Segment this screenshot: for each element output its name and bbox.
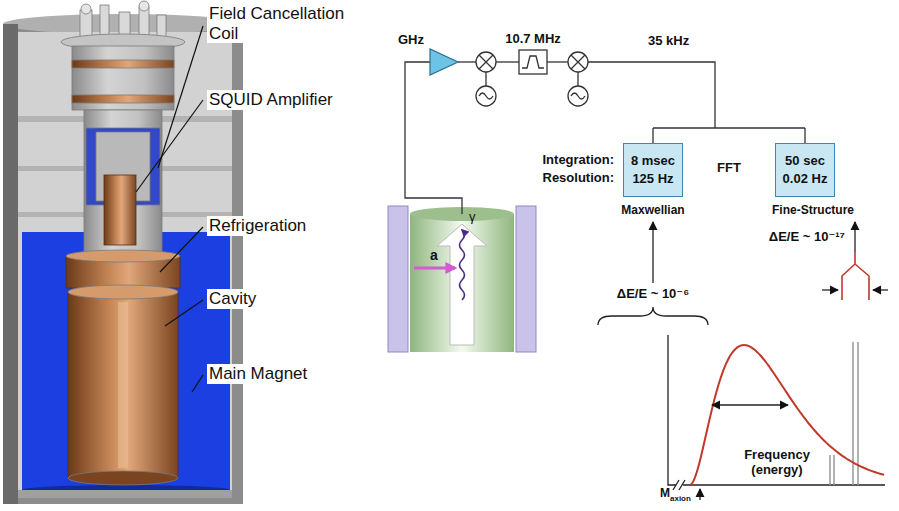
maxwellian-curve bbox=[690, 345, 884, 485]
pointer-arrow bbox=[854, 222, 855, 252]
row-label: Integration: bbox=[543, 151, 615, 169]
brace bbox=[598, 307, 708, 325]
leader-lines bbox=[136, 26, 203, 392]
housing-interior bbox=[18, 32, 232, 498]
fine-structure-bracket bbox=[842, 252, 869, 300]
leader-line bbox=[160, 227, 203, 272]
cryostat-insert bbox=[61, 1, 185, 485]
illustration-part bbox=[476, 52, 496, 72]
copper-band bbox=[72, 95, 174, 103]
field-arrow bbox=[437, 224, 487, 345]
illustration-part bbox=[568, 52, 588, 72]
cavity-schematic bbox=[388, 206, 536, 352]
illustration-part bbox=[571, 93, 585, 99]
illustration-part bbox=[522, 56, 544, 68]
housing-wall bbox=[3, 24, 18, 504]
part-label: Main Magnet bbox=[207, 364, 309, 384]
leader-line bbox=[158, 26, 203, 168]
pointer-arrow bbox=[873, 289, 888, 290]
axion-arrow bbox=[414, 267, 455, 270]
part-label: Cavity bbox=[207, 289, 258, 309]
mass-arrow bbox=[699, 489, 700, 500]
spectral-line bbox=[857, 342, 859, 485]
spectral-line bbox=[829, 455, 831, 485]
fft-setting: 8 msec bbox=[631, 152, 675, 170]
cavity-cylinder bbox=[410, 214, 514, 352]
valve bbox=[139, 1, 149, 11]
pointer-arrow bbox=[822, 289, 838, 290]
wire bbox=[485, 72, 486, 86]
cavity-body bbox=[68, 292, 178, 478]
illustration-part bbox=[568, 86, 588, 106]
wire bbox=[652, 128, 653, 143]
part-label: Refrigeration bbox=[207, 216, 308, 236]
magnet-bar bbox=[388, 206, 408, 352]
plot-axes bbox=[668, 335, 885, 485]
wire bbox=[588, 62, 715, 128]
fft-setting: 50 sec bbox=[783, 152, 828, 170]
frequency-label: GHz bbox=[398, 33, 424, 48]
leader-line bbox=[192, 375, 203, 392]
fft-box: 50 sec0.02 Hz bbox=[775, 143, 836, 197]
fft-setting: 125 Hz bbox=[631, 170, 675, 188]
valve bbox=[81, 4, 91, 14]
cavity-bottom bbox=[68, 471, 178, 485]
spectrum-label: Fine-Structure bbox=[772, 204, 854, 218]
filter-symbol bbox=[519, 50, 547, 74]
spectral-line bbox=[833, 455, 835, 485]
frequency-label: 35 kHz bbox=[648, 34, 689, 49]
row-label: Resolution: bbox=[543, 169, 615, 187]
illustration-part bbox=[479, 55, 493, 69]
magnet-bar bbox=[516, 206, 536, 352]
insert-column bbox=[72, 46, 174, 110]
particle-symbol: γ bbox=[469, 210, 476, 225]
axis-label: M bbox=[660, 487, 670, 501]
wire bbox=[547, 61, 568, 62]
fft-box: 8 msec125 Hz bbox=[623, 143, 683, 197]
illustration-part bbox=[571, 55, 585, 69]
axis-subscript: axion bbox=[670, 494, 691, 503]
receiver-wires bbox=[405, 62, 805, 214]
leader-line bbox=[165, 300, 203, 326]
main-magnet bbox=[18, 232, 232, 498]
axis-break bbox=[673, 480, 685, 490]
wire bbox=[653, 127, 805, 128]
spectrum-label: Maxwellian bbox=[621, 204, 684, 218]
axis-label: Frequency (energy) bbox=[740, 448, 814, 478]
width-arrow bbox=[712, 404, 788, 405]
refrigerator-top bbox=[66, 250, 180, 262]
wire bbox=[804, 128, 805, 143]
squid-amplifier bbox=[104, 175, 136, 245]
fft-setting: 0.02 Hz bbox=[783, 170, 828, 188]
cryostat-housing bbox=[3, 14, 243, 504]
leader-line bbox=[136, 100, 203, 192]
resolution-label: ΔE/E ~ 10⁻⁶ bbox=[617, 287, 689, 302]
resolution-label: ΔE/E ~ 10⁻¹⁷ bbox=[769, 230, 845, 245]
oscillator-symbol bbox=[476, 86, 588, 106]
frequency-label: 10.7 MHz bbox=[505, 32, 561, 47]
illustration-part bbox=[479, 93, 493, 99]
insert-column bbox=[84, 110, 162, 256]
part-label: Field Cancellation Coil bbox=[207, 4, 361, 43]
particle-symbol: a bbox=[430, 247, 438, 263]
wire bbox=[405, 62, 462, 214]
fft-label: FFT bbox=[717, 161, 741, 176]
magnet-winding bbox=[22, 232, 230, 490]
photon-wave bbox=[460, 230, 465, 300]
spectrum-plot bbox=[598, 222, 888, 500]
illustration-part bbox=[519, 50, 547, 74]
illustration-part bbox=[476, 86, 496, 106]
wire bbox=[496, 61, 519, 62]
copper-band bbox=[72, 60, 174, 68]
part-label: SQUID Amplifier bbox=[207, 90, 335, 110]
housing-floor bbox=[18, 490, 232, 498]
tuning-rod bbox=[118, 302, 128, 468]
wire bbox=[458, 61, 476, 62]
pointer-arrow bbox=[652, 222, 653, 283]
wire bbox=[577, 72, 578, 86]
cavity-top bbox=[68, 285, 178, 299]
amplifier-symbol bbox=[430, 49, 458, 75]
